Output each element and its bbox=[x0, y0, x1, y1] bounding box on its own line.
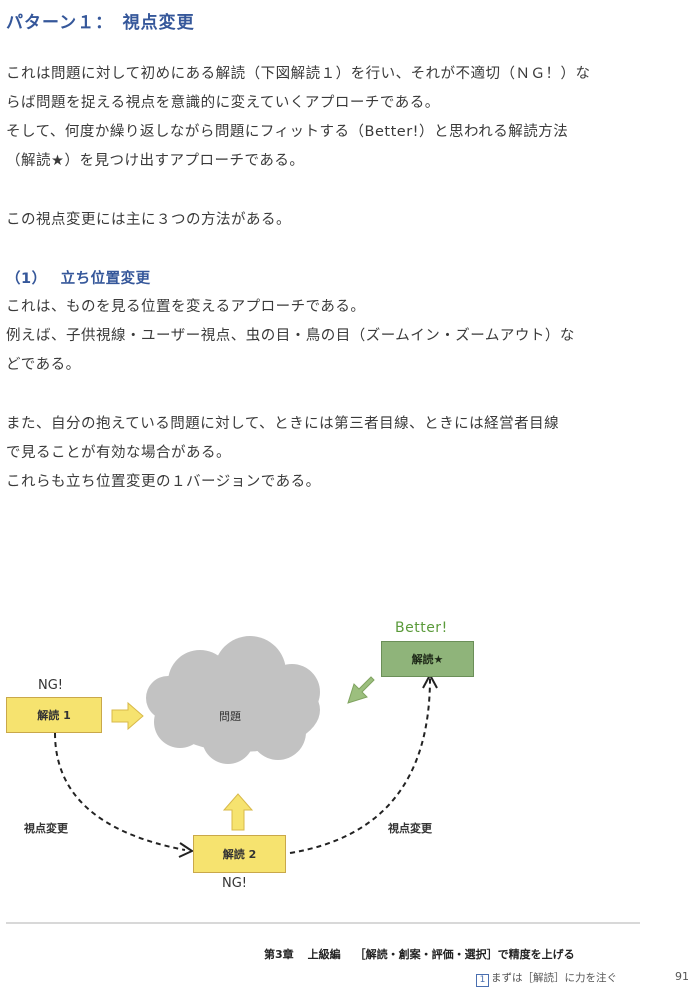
text-line: 例えば、子供視線・ユーザー視点、虫の目・鳥の目（ズームイン・ズームアウト）な bbox=[6, 328, 575, 344]
ng-label-2: NG! bbox=[222, 876, 248, 891]
dashed-curve-left bbox=[54, 732, 186, 851]
section-number: （1） bbox=[6, 271, 47, 287]
page-number: 91 bbox=[675, 970, 689, 983]
section-title: 立ち位置変更 bbox=[60, 271, 151, 287]
text-line: らば問題を捉える視点を意識的に変えていくアプローチである。 bbox=[6, 95, 440, 111]
section-number-box: 1 bbox=[476, 974, 489, 987]
better-label: Better! bbox=[395, 620, 448, 636]
box-decode-1: 解読 1 bbox=[6, 697, 102, 733]
arrow-right-icon bbox=[111, 701, 144, 731]
viewpoint-change-label-left: 視点変更 bbox=[24, 822, 68, 835]
arrow-up-icon bbox=[222, 793, 254, 831]
ng-label-1: NG! bbox=[38, 678, 64, 693]
paragraph-viewpoint: また、自分の抱えている問題に対して、ときには第三者目線、ときには経営者目線 で見… bbox=[6, 410, 686, 497]
viewpoint-change-diagram: 問題 NG! 解読 1 Better! 解読★ 解読 2 NG! 視点変更 視点… bbox=[0, 610, 697, 900]
footer-divider bbox=[6, 922, 640, 924]
text-line: この視点変更には主に３つの方法がある。 bbox=[6, 212, 291, 228]
arrowhead-left bbox=[178, 842, 195, 858]
arrow-diagonal-icon bbox=[347, 676, 375, 704]
section-footer-text: まずは［解読］に力を注ぐ bbox=[491, 972, 617, 984]
paragraph-intro: これは問題に対して初めにある解読（下図解読１）を行い、それが不適切（ＮＧ！）な … bbox=[6, 60, 686, 176]
box-decode-star-label: 解読★ bbox=[411, 653, 444, 666]
page-heading: パターン１： 視点変更 bbox=[6, 13, 195, 33]
box-decode-1-label: 解読 1 bbox=[37, 709, 71, 722]
chapter-number: 第3章 bbox=[264, 948, 294, 961]
paragraph-position: これは、ものを見る位置を変えるアプローチである。 例えば、子供視線・ユーザー視点… bbox=[6, 293, 686, 380]
diagram-graphics bbox=[54, 636, 438, 858]
text-line: （解読★）を見つけ出すアプローチである。 bbox=[6, 153, 305, 169]
dashed-curve-right bbox=[289, 677, 431, 854]
chapter-part: 上級編 bbox=[307, 948, 341, 961]
text-line: で見ることが有効な場合がある。 bbox=[6, 445, 231, 461]
text-line: これは問題に対して初めにある解読（下図解読１）を行い、それが不適切（ＮＧ！）な bbox=[6, 66, 591, 82]
text-line: これは、ものを見る位置を変えるアプローチである。 bbox=[6, 299, 366, 315]
chapter-subtitle: ［解読・創案・評価・選択］で精度を上げる bbox=[354, 948, 575, 961]
section-heading: （1） 立ち位置変更 bbox=[6, 267, 151, 288]
text-line: そして、何度か繰り返しながら問題にフィットする（Better!）と思われる解読方… bbox=[6, 124, 569, 140]
cloud-shape bbox=[146, 636, 320, 764]
text-line: どである。 bbox=[6, 357, 81, 373]
box-decode-star: 解読★ bbox=[381, 641, 474, 677]
box-decode-2: 解読 2 bbox=[193, 835, 286, 873]
viewpoint-change-label-right: 視点変更 bbox=[388, 822, 432, 835]
paragraph-methods: この視点変更には主に３つの方法がある。 bbox=[6, 206, 686, 235]
box-decode-2-label: 解読 2 bbox=[222, 848, 257, 861]
text-line: また、自分の抱えている問題に対して、ときには第三者目線、ときには経営者目線 bbox=[6, 416, 560, 432]
text-line: これらも立ち位置変更の１バージョンである。 bbox=[6, 474, 321, 490]
chapter-footer: 第3章上級編 ［解読・創案・評価・選択］で精度を上げる bbox=[264, 946, 575, 962]
cloud-label: 問題 bbox=[219, 710, 241, 723]
